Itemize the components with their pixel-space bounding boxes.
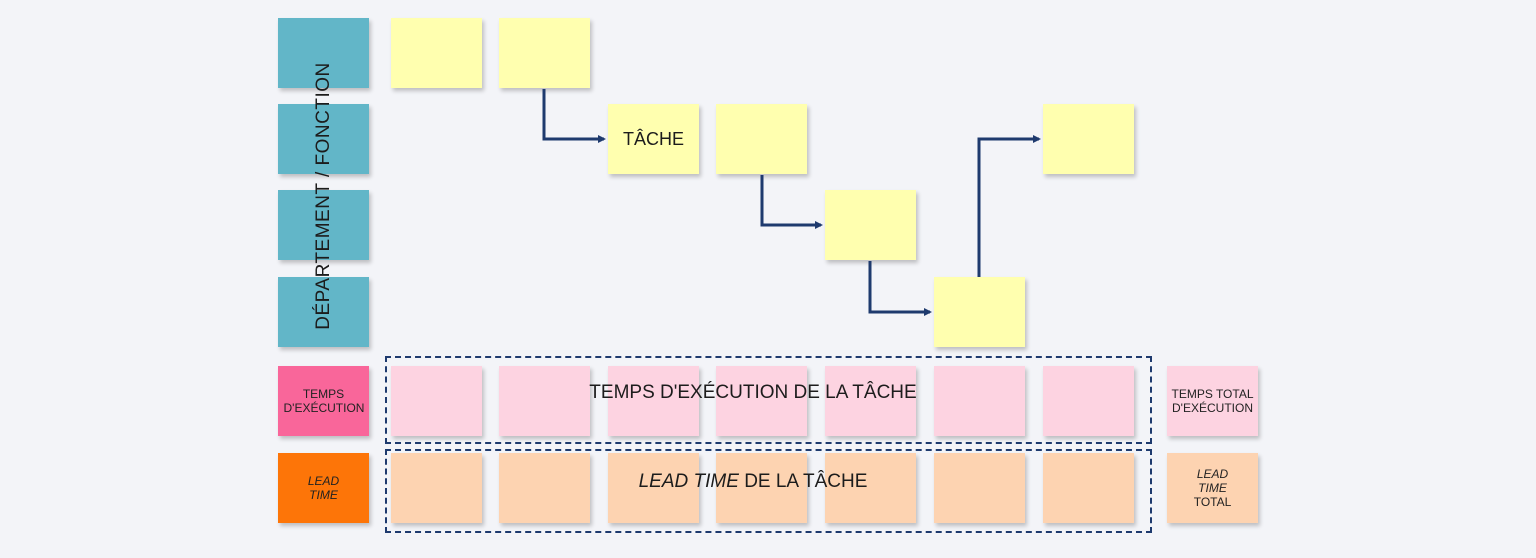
task-note-7 bbox=[1043, 104, 1134, 174]
department-note-3 bbox=[278, 190, 369, 260]
lead-time-band-label-italic: LEAD TIME bbox=[638, 471, 739, 492]
exec-note-5 bbox=[825, 366, 916, 436]
lead-note-5 bbox=[825, 453, 916, 523]
lead-time-band-label-rest: DE LA TÂCHE bbox=[738, 471, 868, 492]
arrow-4 bbox=[977, 135, 1041, 277]
exec-note-3 bbox=[608, 366, 699, 436]
lead-note-3 bbox=[608, 453, 699, 523]
exec-note-1 bbox=[391, 366, 482, 436]
task-note-4 bbox=[716, 104, 807, 174]
exec-note-2 bbox=[499, 366, 590, 436]
lead-note-6 bbox=[934, 453, 1025, 523]
exec-note-6 bbox=[934, 366, 1025, 436]
exec-time-row-label: TEMPS D'EXÉCUTION bbox=[278, 366, 369, 436]
task-note-3: TÂCHE bbox=[608, 104, 699, 174]
lead-total-italic: LEAD TIME bbox=[1196, 467, 1229, 495]
lead-time-band-label: LEAD TIME DE LA TÂCHE bbox=[639, 471, 868, 493]
lead-total-rest: TOTAL bbox=[1193, 495, 1232, 509]
task-note-2 bbox=[499, 18, 590, 88]
lead-note-2 bbox=[499, 453, 590, 523]
lead-time-row-label: LEAD TIME bbox=[278, 453, 369, 523]
exec-total-label: TEMPS TOTAL D'EXÉCUTION bbox=[1171, 387, 1254, 415]
lead-note-7 bbox=[1043, 453, 1134, 523]
lead-total-note: LEAD TIME TOTAL bbox=[1167, 453, 1258, 523]
task-note-5 bbox=[825, 190, 916, 260]
task-label: TÂCHE bbox=[622, 128, 684, 149]
department-note-4 bbox=[278, 277, 369, 347]
arrow-1 bbox=[542, 89, 606, 143]
arrow-2 bbox=[760, 175, 823, 229]
lead-note-1 bbox=[391, 453, 482, 523]
lead-note-4 bbox=[716, 453, 807, 523]
department-note-2 bbox=[278, 104, 369, 174]
exec-time-row-label-text: TEMPS D'EXÉCUTION bbox=[283, 387, 365, 415]
exec-time-band bbox=[385, 356, 1152, 444]
lead-time-row-label-text: LEAD TIME bbox=[307, 474, 340, 502]
arrow-3 bbox=[868, 261, 932, 316]
exec-note-4 bbox=[716, 366, 807, 436]
exec-time-band-label: TEMPS D'EXÉCUTION DE LA TÂCHE bbox=[589, 382, 917, 403]
task-note-1 bbox=[391, 18, 482, 88]
exec-note-7 bbox=[1043, 366, 1134, 436]
lead-time-band bbox=[385, 449, 1152, 533]
exec-total-note: TEMPS TOTAL D'EXÉCUTION bbox=[1167, 366, 1258, 436]
department-note-1 bbox=[278, 18, 369, 88]
task-note-6 bbox=[934, 277, 1025, 347]
